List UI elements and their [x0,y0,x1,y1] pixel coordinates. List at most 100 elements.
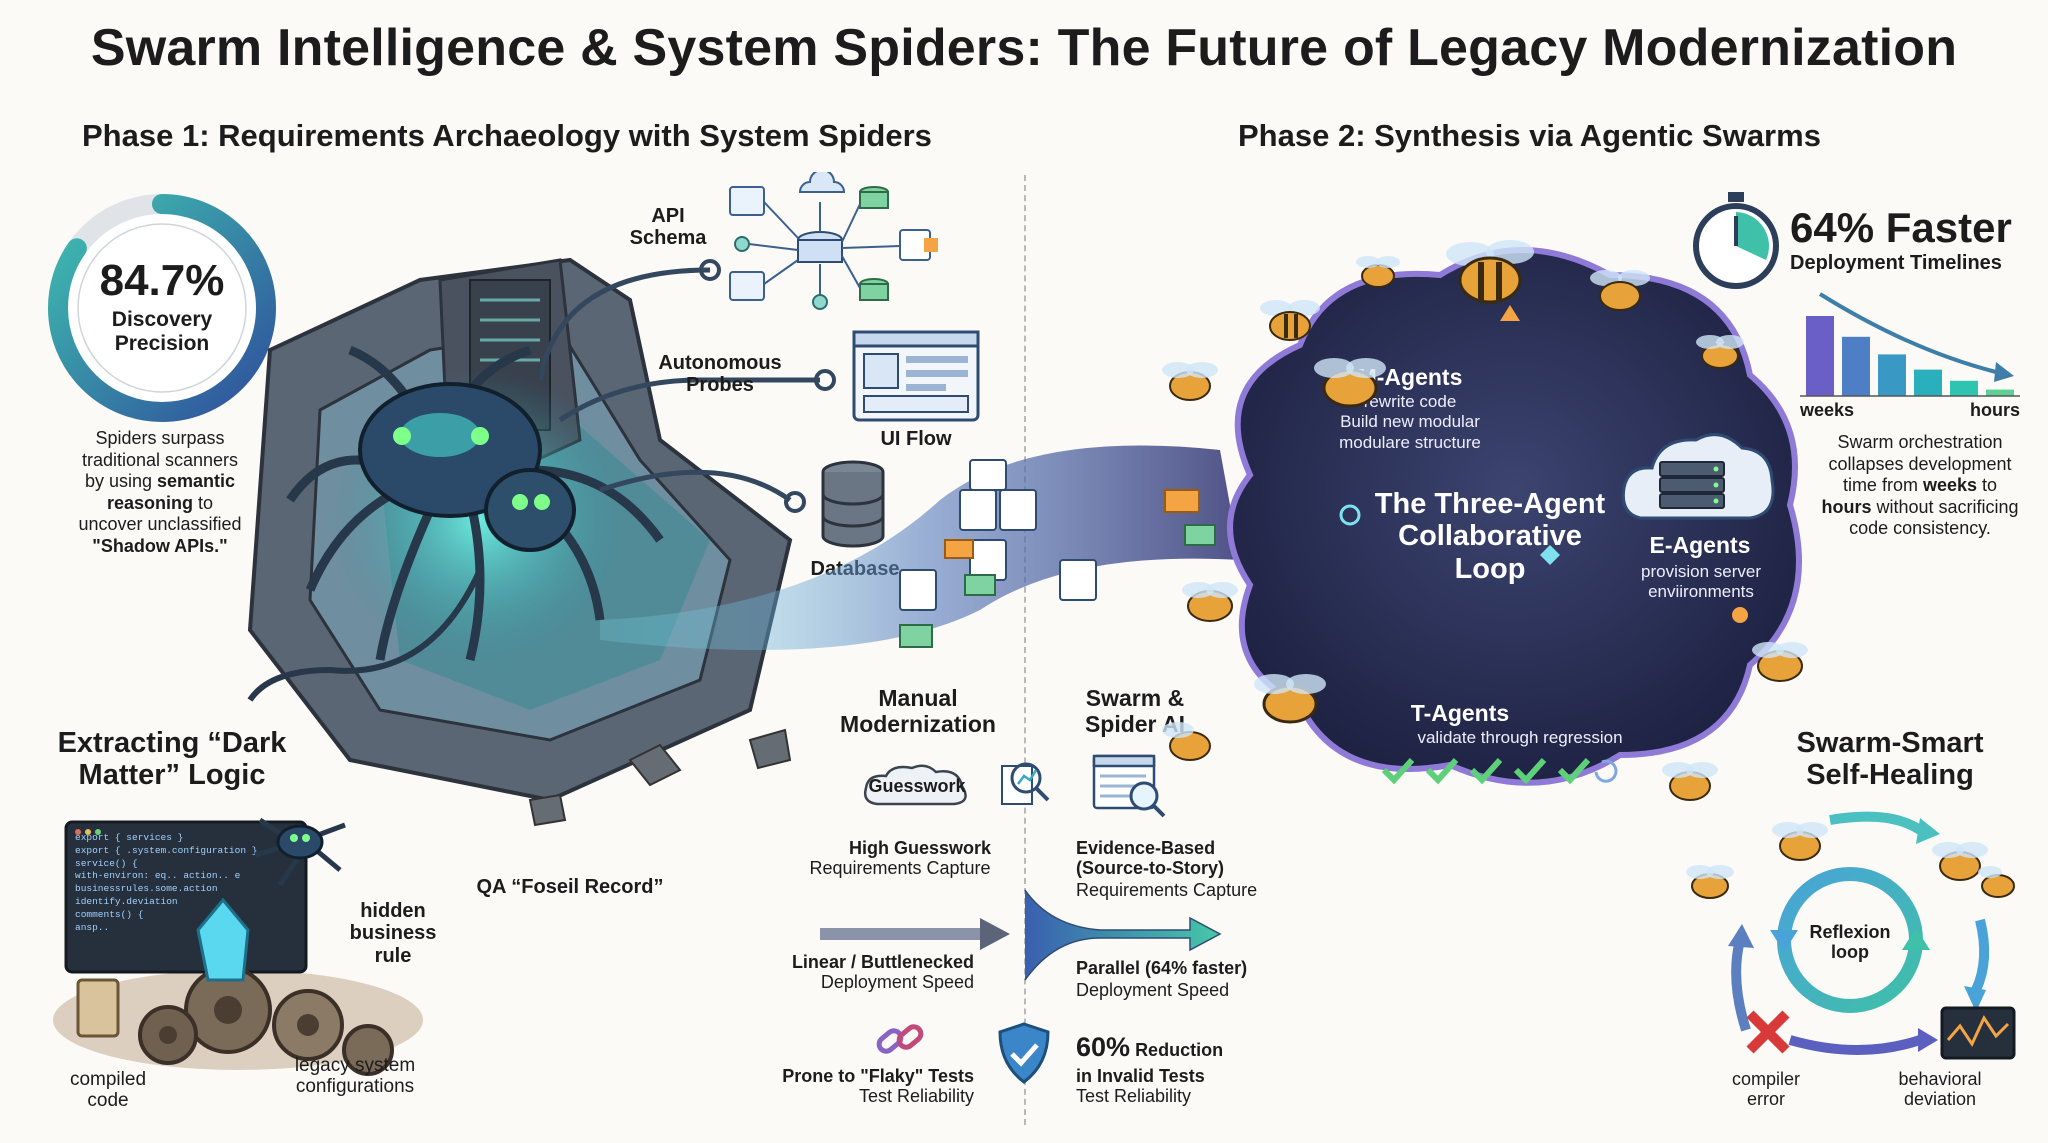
reflexion-label: Reflexion loop [1809,922,1891,963]
m-agents-desc: rewrite code Build new modular modulare … [1339,392,1481,452]
deployment-bar-chart: weeks hours [1800,290,2020,430]
dark-matter-heading: Extracting “Dark Matter” Logic [57,727,287,792]
deploy-speed-left: Deployment Speed [820,972,974,992]
bee-icon [1696,335,1744,369]
broken-link-icon [872,1014,928,1066]
phase2-heading: Phase 2: Synthesis via Agentic Swarms [1238,118,1821,153]
regression-checks [1380,750,1620,790]
qa-record-label: QA “Foseil Record” [476,876,664,898]
check-icon [1513,757,1547,785]
ring-label: Discovery Precision [111,308,213,355]
bee-icon [1978,866,2015,898]
linear-label: Linear / Buttlenecked [791,952,974,972]
check-icon [1425,757,1459,785]
bee-icon [1162,362,1218,401]
bee-icon [1686,865,1734,899]
reflexion-loop-diagram [1680,800,2020,1080]
check-icon [1469,757,1503,785]
error-x-icon [1746,1010,1790,1054]
refresh-icon [1594,759,1618,783]
guesswork-cloud-icon [862,762,972,812]
bee-icon [1662,762,1718,801]
hidden-rule-label: hidden business rule [349,900,437,967]
page-title: Swarm Intelligence & System Spiders: The… [90,19,1958,77]
manual-title: Manual Modernization [840,685,996,737]
compiler-error-label: compiler error [1731,1069,1801,1109]
ring-progress [48,194,276,422]
bee-icon [1162,722,1211,761]
t-agents-label: T-Agents [1410,700,1510,726]
chart-monitor-icon [1940,1006,2016,1060]
parallel-label: Parallel (64% faster) [1076,958,1248,978]
deploy-speed-right: Deployment Speed [1076,980,1230,1000]
analysis-magnifier-icon [994,754,1054,814]
evidence-based-label: Evidence-Based (Source-to-Story) [1076,838,1224,879]
flaky-label: Prone to "Flaky" Tests [782,1066,974,1086]
server-cloud-icon [1620,418,1780,528]
chart-tick-weeks: weeks [1800,400,1855,420]
chart-note: Swarm orchestration collapses developmen… [1821,432,2019,539]
spider-icon [286,345,664,662]
e-agents-desc: provision server enviironments [1641,562,1761,602]
check-icon [1557,757,1591,785]
shield-check-icon [994,1020,1054,1086]
chart-bar [1914,369,1942,396]
legacy-configs-label: legacy system configurations [294,1055,416,1097]
api-schema-diagram [720,169,950,312]
autonomous-probes-label: Autonomous Probes [658,352,782,397]
chart-bar [1878,354,1906,396]
discovery-ring: 84.7% Discovery Precision [42,188,282,428]
test-rel-left: Test Reliability [858,1086,974,1106]
bee-icon [1772,822,1828,861]
phase1-heading: Phase 1: Requirements Archaeology with S… [82,118,932,153]
chart-bar [1806,316,1834,396]
bee-swarm [1130,220,1850,860]
test-rel-right: Test Reliability [1076,1086,1192,1106]
data-stream [600,420,1300,670]
guesswork-badge: Guesswork [868,776,966,796]
gear-icon [138,966,394,1076]
bee-icon [1182,582,1238,622]
small-spider-icon [240,800,360,890]
bee-icon [1314,358,1386,408]
req-capture-left: Requirements Capture [809,858,991,878]
behavioral-deviation-label: behavioral deviation [1898,1069,1982,1109]
bee-icon [1260,300,1320,341]
chart-tick-hours: hours [1969,400,2020,420]
phase-divider [1024,175,1026,1125]
bee-icon [1752,642,1808,682]
invalid-tests-label: in Invalid Tests [1076,1066,1205,1086]
bee-icon [1356,256,1400,288]
ui-flow-label: UI Flow [880,428,952,450]
ring-note: Spiders surpass traditional scanners by … [78,428,242,556]
stopwatch-icon [1688,190,1784,290]
probe-cables [537,230,860,550]
evidence-document-icon [1090,752,1170,822]
loop-title: The Three-Agent Collaborative Loop [1374,488,1606,585]
bee-icon [1446,240,1534,304]
chart-bar [1950,380,1978,396]
database-icon [818,460,888,550]
bee-icon [1932,842,1988,881]
bee-icon [1590,270,1650,311]
bee-icon [1254,674,1326,724]
req-capture-right: Requirements Capture [1076,880,1258,900]
check-icon [1381,757,1415,785]
faster-label: Deployment Timelines [1790,252,2002,274]
self-healing-heading: Swarm-Smart Self-Healing [1796,727,1984,792]
chart-bar [1842,336,1870,396]
compiled-code-label: compiled code [69,1069,147,1111]
faster-value: 64% Faster [1790,204,2012,251]
high-guesswork-label: High Guesswork [848,838,992,858]
code-gears-illustration [48,820,448,1080]
api-schema-label: API Schema [629,205,707,250]
ring-value: 84.7% [99,256,225,305]
reduction-stat: 60% Reduction [1076,1032,1224,1062]
code-screen: export { services } export { .system.con… [75,832,258,933]
crystal-icon [196,897,250,982]
e-agents-label: E-Agents [1649,532,1751,558]
chart-bar [1986,389,2014,396]
ui-flow-window-icon [852,330,980,422]
t-agents-desc: validate through regression [1417,728,1623,747]
speed-arrows [810,870,1230,990]
